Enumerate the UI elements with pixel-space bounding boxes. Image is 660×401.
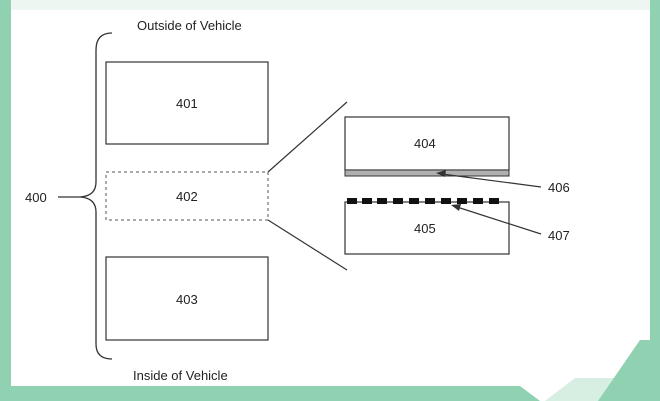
label-407: 407 [548, 228, 570, 243]
label-400: 400 [25, 190, 47, 205]
label-404: 404 [414, 136, 436, 151]
callout-arrow-407 [451, 204, 542, 235]
label-401: 401 [176, 96, 198, 111]
label-406: 406 [548, 180, 570, 195]
callout-arrow-406 [436, 170, 542, 188]
film-layer-406 [344, 169, 510, 177]
caption-outside-of-vehicle: Outside of Vehicle [137, 18, 242, 33]
layer-box-402 [105, 171, 269, 221]
layer-box-403 [105, 256, 269, 341]
dot-pattern-407 [347, 198, 499, 204]
label-403: 403 [176, 292, 198, 307]
zoom-line-bottom [267, 219, 348, 271]
zoom-line-top [267, 101, 348, 173]
group-bracket [79, 32, 113, 360]
label-405: 405 [414, 221, 436, 236]
label-402: 402 [176, 189, 198, 204]
caption-inside-of-vehicle: Inside of Vehicle [133, 368, 228, 383]
layer-box-401 [105, 61, 269, 145]
